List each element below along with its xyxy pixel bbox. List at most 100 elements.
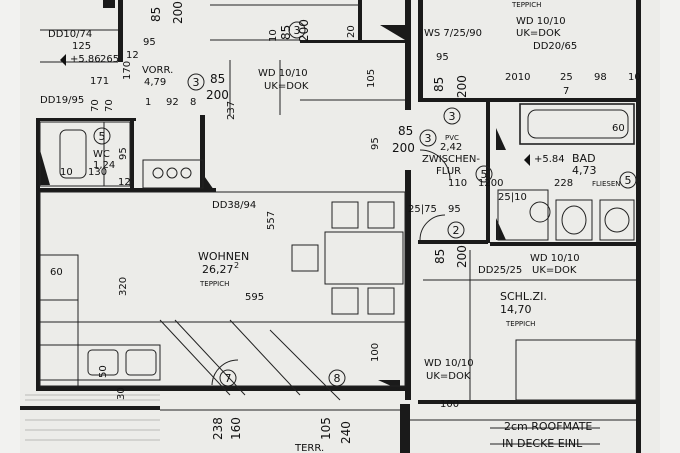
marker-circle — [619, 171, 637, 189]
floor-note-top: TEPPICH — [511, 1, 541, 9]
room-area-wc: 1,24 — [93, 160, 115, 171]
dimension-label: 240 — [339, 421, 353, 444]
dimension-label: 320 — [118, 277, 129, 296]
dimensions: 125 265 95 171 85 200 92 1 8 10 130 60 5… — [50, 37, 641, 410]
marker-label: 7 — [225, 372, 232, 385]
dimension-label: 1200 — [478, 178, 503, 189]
marker-circle — [475, 165, 493, 183]
marker-circle — [419, 129, 437, 147]
window-note-wd-left: WD 10/10 — [258, 68, 308, 79]
walls — [20, 0, 641, 453]
window-note-ws: WS 7/25/90 — [424, 28, 482, 39]
room-name-terr: TERR. — [294, 443, 324, 453]
marker-circle — [219, 369, 237, 387]
dimension-label: 170 — [122, 61, 133, 80]
dimension-label: 70 — [104, 99, 115, 112]
dimension-label: 85 — [433, 249, 447, 264]
dimension-label: 98 — [594, 72, 607, 83]
dimensions-vertical: 170 237 70 70 95 557 320 50 30 105 85 20… — [90, 1, 469, 444]
dimension-label: 25|10 — [498, 192, 527, 203]
window-note-uk-left: UK=DOK — [264, 81, 309, 92]
marker-label: 3 — [294, 24, 301, 37]
dimension-label: 200 — [392, 141, 415, 155]
dimension-label: 85 — [210, 72, 225, 86]
dimension-label: 1 — [145, 97, 151, 108]
window-note-wd-bath: WD 10/10 — [530, 253, 580, 264]
dimension-label: 85 — [149, 7, 163, 22]
dimension-label: 95 — [143, 37, 156, 48]
area-unit-wohnen: 2 — [234, 261, 239, 270]
room-floor-schl: TEPPICH — [505, 320, 535, 328]
dimension-label: 92 — [166, 97, 179, 108]
dimension-label: 95 — [370, 137, 381, 150]
marker-label: 2 — [453, 224, 460, 237]
room-floor-bad: FLIESEN — [592, 180, 621, 188]
room-labels: WOHNEN 26,27 2 TEPPICH BAD 4,73 FLIESEN … — [93, 65, 621, 453]
level-marker-icon — [524, 154, 530, 166]
room-floor-zwischen: PVC — [445, 134, 459, 142]
marker-label: 8 — [334, 372, 341, 385]
room-name2-zwischen: FLUR — [436, 166, 461, 177]
dimension-label: 10 — [268, 29, 279, 42]
marker-label: 3 — [425, 132, 432, 145]
dimension-label: 110 — [448, 178, 467, 189]
door-note-dd1995: DD19/95 — [40, 95, 84, 106]
marker-circle — [447, 221, 465, 239]
marker-label: 5 — [481, 168, 488, 181]
window-note-wd-top: WD 10/10 — [516, 16, 566, 27]
dimension-label: 12 — [118, 177, 131, 188]
dimension-label: 85 — [279, 25, 293, 40]
dimension-label: 12 — [126, 50, 139, 61]
marker-label: 3 — [193, 76, 200, 89]
room-floor-wohnen: TEPPICH — [199, 280, 229, 288]
room-name-bad: BAD — [572, 152, 596, 165]
room-area-vorr: 4,79 — [144, 77, 166, 88]
dimension-label: 60 — [612, 123, 625, 134]
dimension-label: 100 — [440, 399, 459, 410]
dimension-label: 228 — [554, 178, 573, 189]
dimension-label: 60 — [50, 267, 63, 278]
marker-circle — [288, 21, 306, 39]
dimension-label: 237 — [226, 101, 237, 120]
dimension-label: 125 — [72, 41, 91, 52]
dimension-label: 238 — [211, 417, 225, 440]
room-name-wc: WC — [93, 149, 110, 160]
marker-circle — [328, 369, 346, 387]
dimension-label: 30 — [116, 387, 127, 400]
door-note-dd3894: DD38/94 — [212, 200, 256, 211]
dimension-label: 85 — [432, 77, 446, 92]
window-note-uk-bath: UK=DOK — [532, 265, 577, 276]
dimension-label: 95 — [436, 52, 449, 63]
dimension-label: 200 — [297, 19, 311, 42]
dimension-label: 105 — [319, 417, 333, 440]
dimension-label: 200 — [206, 88, 229, 102]
roofmate-note: 2cm ROOFMATE — [504, 420, 592, 433]
dimension-label: 265 — [100, 54, 119, 65]
marker-label: 5 — [99, 130, 106, 143]
room-name-zwischen: ZWISCHEN- — [422, 154, 480, 165]
dimension-label: 10 — [60, 167, 73, 178]
door-note-dd1074: DD10/74 — [48, 29, 92, 40]
room-name-schl: SCHL.ZI. — [500, 290, 547, 303]
dimension-label: 160 — [229, 417, 243, 440]
level-bath: +5.84 — [534, 154, 565, 165]
window-note-uk-top: UK=DOK — [516, 28, 561, 39]
linework — [39, 4, 637, 445]
dimension-label: 2010 — [505, 72, 530, 83]
notes: 2cm ROOFMATE IN DECKE EINL WS 7/25/90 WD… — [40, 1, 592, 450]
marker-circle — [187, 73, 205, 91]
level-marker-icon — [60, 54, 66, 66]
window-note-uk-bottom: UK=DOK — [426, 371, 471, 382]
room-area-zwischen: 2,42 — [440, 142, 462, 153]
dimension-label: 200 — [455, 75, 469, 98]
plan-area — [20, 0, 660, 453]
room-area-wohnen: 26,27 — [202, 263, 234, 276]
dimension-label: 200 — [171, 1, 185, 24]
marker-label: 3 — [449, 110, 456, 123]
dimension-label: 595 — [245, 292, 264, 303]
dimension-label: 20 — [346, 25, 357, 38]
dimension-label: 95 — [118, 147, 129, 160]
dimension-label: 10 — [628, 72, 641, 83]
dimension-label: 171 — [90, 76, 109, 87]
